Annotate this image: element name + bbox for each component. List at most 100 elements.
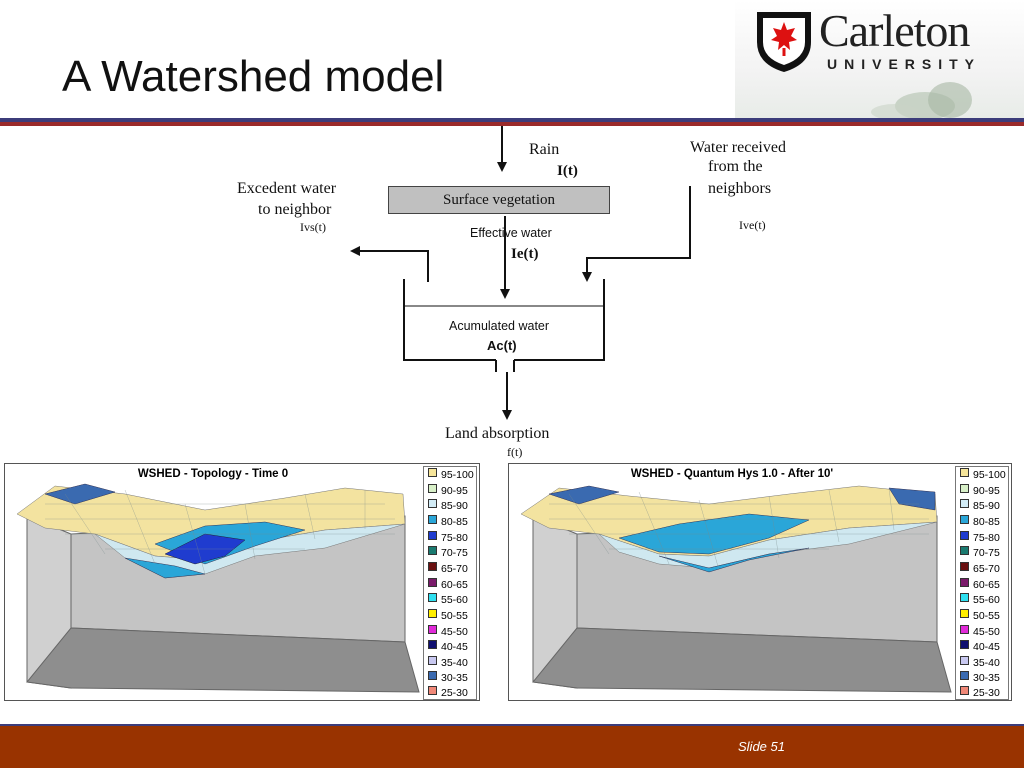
legend-label: 50-55 (441, 610, 468, 622)
legend-swatch (960, 499, 969, 508)
surface-vegetation-label: Surface vegetation (442, 192, 556, 208)
legend-item: 30-35 (960, 671, 1000, 686)
footer-rule (0, 724, 1024, 726)
water-received-line-1: Water received (690, 139, 786, 156)
effective-water-label: Effective water (470, 226, 552, 240)
legend-swatch (428, 609, 437, 618)
slide-number: Slide 51 (738, 739, 785, 754)
watershed-flow-diagram (350, 126, 691, 420)
legend-label: 65-70 (973, 563, 1000, 575)
legend-swatch (960, 656, 969, 665)
legend-label: 30-35 (441, 672, 468, 684)
legend-item: 60-65 (960, 578, 1000, 593)
land-absorption-label: Land absorption (445, 425, 550, 442)
legend-label: 95-100 (441, 469, 474, 481)
legend-item: 95-100 (428, 468, 474, 483)
footer-bar (0, 726, 1024, 768)
chart-panel-after-10: WSHED - Quantum Hys 1.0 - After 10' 95-1… (508, 463, 1012, 701)
legend-swatch (428, 625, 437, 634)
legend-item: 65-70 (428, 562, 468, 577)
tree-silhouette-icon (871, 82, 972, 118)
rain-label: Rain (529, 141, 560, 158)
crest-icon (757, 12, 811, 72)
legend-item: 35-40 (960, 656, 1000, 671)
legend-label: 60-65 (441, 579, 468, 591)
legend-swatch (428, 686, 437, 695)
legend-item: 55-60 (960, 593, 1000, 608)
legend-swatch (960, 671, 969, 680)
legend-item: 80-85 (428, 515, 468, 530)
legend-swatch (960, 515, 969, 524)
legend-label: 40-45 (441, 641, 468, 653)
chart-title: WSHED - Quantum Hys 1.0 - After 10' (630, 468, 834, 480)
surface-3d-plot (16, 483, 420, 693)
legend-label: 30-35 (973, 672, 1000, 684)
legend-item: 45-50 (428, 625, 468, 640)
legend-item: 75-80 (428, 531, 468, 546)
legend-swatch (428, 531, 437, 540)
legend-swatch (960, 625, 969, 634)
legend-swatch (428, 499, 437, 508)
header-rule-accent (0, 122, 1024, 126)
legend-label: 60-65 (973, 579, 1000, 591)
legend-item: 60-65 (428, 578, 468, 593)
legend-label: 55-60 (441, 594, 468, 606)
ac-variable: Ac(t) (487, 338, 517, 353)
legend-item: 70-75 (428, 546, 468, 561)
legend-label: 40-45 (973, 641, 1000, 653)
water-received-line-2: from the (708, 158, 763, 175)
legend-item: 40-45 (960, 640, 1000, 655)
legend-swatch (428, 671, 437, 680)
legend-label: 25-30 (973, 687, 1000, 699)
legend-label: 70-75 (441, 547, 468, 559)
legend-swatch (960, 578, 969, 587)
legend-label: 85-90 (973, 500, 1000, 512)
legend-label: 85-90 (441, 500, 468, 512)
legend-item: 75-80 (960, 531, 1000, 546)
legend-item: 50-55 (960, 609, 1000, 624)
legend-swatch (960, 546, 969, 555)
legend-label: 50-55 (973, 610, 1000, 622)
chart-legend: 95-100 90-95 85-90 80-85 75-80 70-75 65-… (423, 466, 477, 700)
slide-title: A Watershed model (62, 52, 445, 101)
surface-vegetation-box (388, 186, 610, 214)
legend-swatch (428, 546, 437, 555)
legend-item: 50-55 (428, 609, 468, 624)
logo-name: Carleton (819, 5, 970, 56)
legend-swatch (428, 562, 437, 571)
ie-variable: Ie(t) (511, 246, 539, 262)
legend-swatch (960, 562, 969, 571)
logo-subtitle: UNIVERSITY (827, 56, 982, 72)
legend-item: 85-90 (960, 499, 1000, 514)
legend-label: 95-100 (973, 469, 1006, 481)
legend-swatch (428, 593, 437, 602)
legend-item: 85-90 (428, 499, 468, 514)
chart-legend: 95-100 90-95 85-90 80-85 75-80 70-75 65-… (955, 466, 1009, 700)
legend-label: 25-30 (441, 687, 468, 699)
excedent-line-1: Excedent water (237, 180, 337, 197)
legend-item: 90-95 (960, 484, 1000, 499)
legend-item: 70-75 (960, 546, 1000, 561)
legend-item: 80-85 (960, 515, 1000, 530)
ive-variable: Ive(t) (739, 218, 766, 232)
legend-label: 75-80 (441, 532, 468, 544)
legend-label: 45-50 (973, 626, 1000, 638)
legend-label: 45-50 (441, 626, 468, 638)
legend-item: 35-40 (428, 656, 468, 671)
legend-item: 95-100 (960, 468, 1006, 483)
legend-item: 25-30 (960, 686, 1000, 701)
legend-label: 90-95 (973, 485, 1000, 497)
legend-swatch (960, 686, 969, 695)
f-variable: f(t) (507, 445, 523, 459)
legend-swatch (960, 593, 969, 602)
legend-swatch (428, 468, 437, 477)
legend-swatch (428, 578, 437, 587)
legend-label: 90-95 (441, 485, 468, 497)
legend-label: 70-75 (973, 547, 1000, 559)
legend-label: 35-40 (441, 657, 468, 669)
legend-label: 35-40 (973, 657, 1000, 669)
legend-swatch (428, 515, 437, 524)
legend-swatch (960, 484, 969, 493)
legend-swatch (428, 640, 437, 649)
rain-variable: I(t) (557, 163, 578, 179)
